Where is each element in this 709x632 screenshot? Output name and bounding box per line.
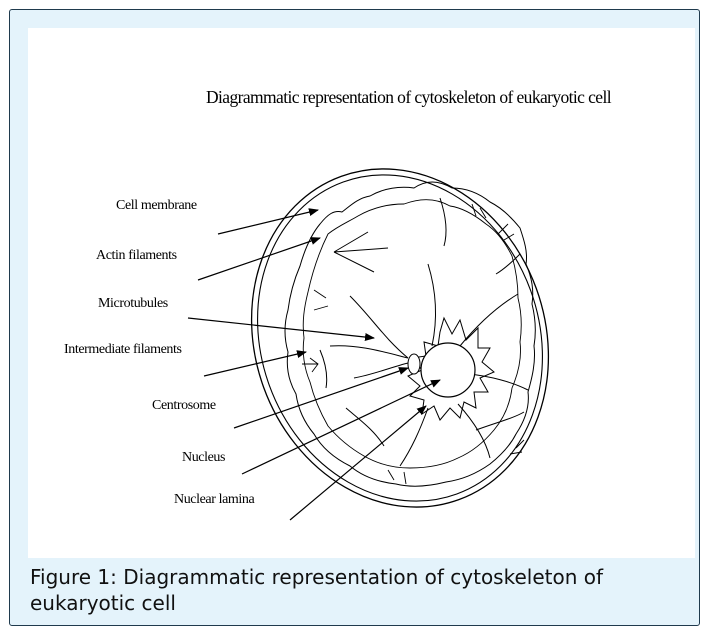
centrosome (408, 354, 420, 374)
label-centrosome: Centrosome (152, 398, 216, 414)
label-microtubules: Microtubules (98, 296, 168, 312)
arrow-cell-membrane (218, 210, 318, 234)
label-actin-filaments: Actin filaments (96, 248, 177, 264)
arrow-nuclear-lamina (290, 406, 426, 520)
cytoskeleton-diagram: Diagrammatic representation of cytoskele… (28, 28, 695, 558)
arrow-nucleus (242, 380, 440, 474)
figure-caption: Figure 1: Diagrammatic representation of… (30, 564, 690, 616)
figure-frame: Diagrammatic representation of cytoskele… (9, 9, 700, 626)
cell-membrane-inner (213, 134, 588, 541)
actin-bundle (334, 232, 388, 272)
arrow-microtubules (188, 318, 374, 338)
intermediate-filaments (302, 204, 524, 484)
label-intermediate-filaments: Intermediate filaments (64, 342, 182, 358)
cell-membrane-outer (205, 127, 595, 549)
label-nuclear-lamina: Nuclear lamina (174, 492, 254, 508)
label-cell-membrane: Cell membrane (116, 198, 197, 214)
label-nucleus: Nucleus (182, 450, 225, 466)
nucleus (421, 343, 475, 397)
diagram-title: Diagrammatic representation of cytoskele… (206, 87, 611, 108)
actin-cortex (285, 182, 535, 486)
